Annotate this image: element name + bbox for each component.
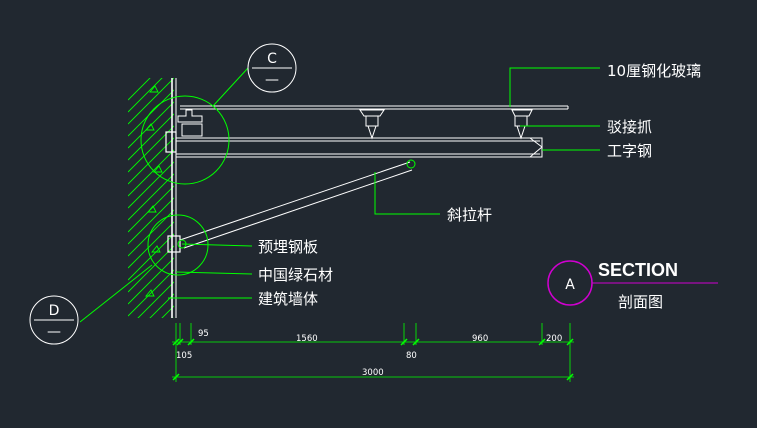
bubble-d-letter: D bbox=[49, 303, 60, 319]
label-embedded-plate: 预埋钢板 bbox=[258, 238, 318, 256]
label-glass: 10厘钢化玻璃 bbox=[607, 62, 701, 80]
leader-lines bbox=[168, 67, 600, 299]
bubble-d-sheet: — bbox=[47, 324, 61, 340]
section-mark: A SECTION 剖面图 bbox=[547, 260, 718, 311]
glass-panel bbox=[180, 105, 569, 110]
detail-bubble-c: C — bbox=[247, 43, 297, 93]
building-wall bbox=[128, 78, 177, 318]
i-beam bbox=[175, 137, 543, 158]
embedded-plate bbox=[165, 131, 181, 253]
section-title: SECTION bbox=[598, 260, 678, 280]
dim-960: 960 bbox=[472, 334, 488, 344]
label-wall: 建筑墙体 bbox=[258, 290, 318, 308]
section-letter: A bbox=[565, 277, 575, 293]
bubble-c-sheet: — bbox=[265, 72, 279, 88]
detail-bubble-d: D — bbox=[29, 295, 79, 345]
label-tie-rod: 斜拉杆 bbox=[447, 206, 492, 224]
dim-200: 200 bbox=[546, 334, 562, 344]
dimension-lines bbox=[172, 323, 574, 382]
label-clamp: 驳接抓 bbox=[607, 118, 652, 136]
detail-circle-c bbox=[140, 67, 249, 185]
dim-1560: 1560 bbox=[296, 334, 318, 344]
label-granite: 中国绿石材 bbox=[258, 266, 333, 284]
detail-circle-d bbox=[79, 214, 209, 323]
section-subtitle: 剖面图 bbox=[618, 293, 663, 311]
dim-95: 95 bbox=[198, 329, 209, 339]
label-i-beam: 工字钢 bbox=[607, 142, 652, 160]
dim-80: 80 bbox=[406, 351, 417, 361]
dim-3000: 3000 bbox=[362, 368, 384, 378]
dim-105: 105 bbox=[176, 351, 192, 361]
spider-clamps bbox=[177, 109, 533, 140]
bubble-c-letter: C bbox=[267, 51, 277, 67]
